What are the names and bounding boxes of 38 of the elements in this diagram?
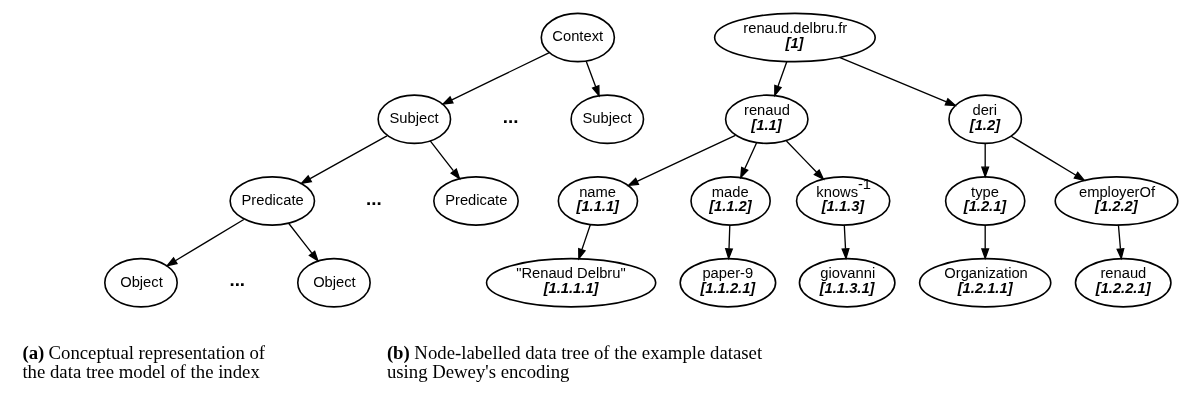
node-ellipse: Object [296,257,371,308]
arrow [785,140,825,181]
arrow [980,142,990,179]
arrow [165,218,245,267]
arrow [441,51,550,105]
label: ... [229,269,246,291]
arrow [724,224,734,261]
arrow [774,61,788,98]
arrow [585,60,600,98]
node-ellipse: Context [540,12,616,63]
node-ellipse: made [1.1.2] [690,176,771,226]
arrow [980,224,990,261]
label: ... [366,187,382,209]
node-ellipse: Organization [1.2.1.1] [918,257,1052,308]
node-ellipse: employerOf [1.2.2] [1054,176,1179,226]
arrow [1116,224,1125,261]
label: (a) Conceptual representation of the data tree model of the index [22,342,266,383]
node-ellipse: giovanni [1.1.3.1] [798,257,896,308]
arrow [299,135,388,185]
node-ellipse: "Renaud Delbru" [1.1.1.1] [485,257,657,308]
arrow [841,224,850,261]
arrow [839,56,958,107]
arrow [739,142,758,180]
label: (b) Node-labelled data tree of the example dataset using Dewey's encoding [386,342,763,383]
arrow [288,222,320,263]
node-ellipse: type [1.2.1] [944,176,1026,226]
node-ellipse: renaud [1.2.2.1] [1074,257,1172,308]
node-ellipse: deri [1.2] [948,94,1023,145]
node-ellipse: Subject [570,94,645,145]
arrow [626,134,737,187]
label: ... [502,105,519,127]
arrow [1010,135,1086,182]
node-ellipse: paper-9 [1.1.2.1] [679,257,777,308]
arrow [429,140,461,181]
node-ellipse: renaud [1.1] [724,94,809,145]
node-ellipse: renaud.delbru.fr [1] [713,12,876,63]
arrow [578,224,591,261]
node-ellipse: Predicate [433,176,519,226]
